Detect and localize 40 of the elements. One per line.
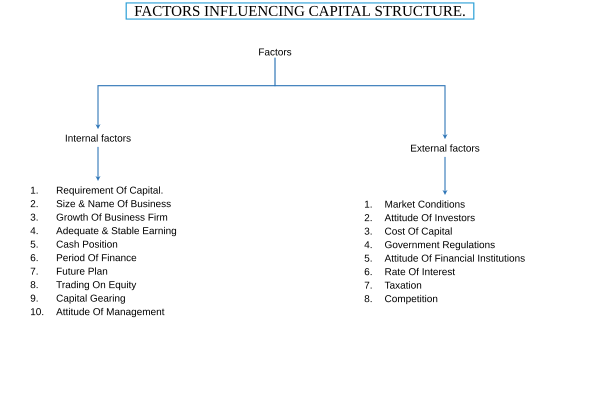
list-item: Cost Of Capital xyxy=(385,227,452,237)
list-number: 9. xyxy=(30,294,38,302)
list-item: Attitude Of Management xyxy=(56,308,164,318)
list-item: Attitude Of Investors xyxy=(384,214,475,222)
list-number: 4. xyxy=(30,227,38,234)
list-number: 2. xyxy=(364,214,372,222)
list-number: 5. xyxy=(364,254,372,262)
list-number: 3. xyxy=(30,214,38,221)
title-box: FACTORS INFLUENCING CAPITAL STRUCTURE. xyxy=(126,2,474,20)
list-item: Cash Position xyxy=(56,240,118,248)
list-number: 2. xyxy=(30,200,38,208)
list-number: 5. xyxy=(30,240,38,248)
list-number: 8. xyxy=(30,281,38,288)
list-number: 4. xyxy=(364,241,372,248)
node-label: Factors xyxy=(259,48,292,56)
list-item: Adequate & Stable Earning xyxy=(56,226,176,236)
list-item: Period Of Finance xyxy=(56,254,136,262)
list-number: 10. xyxy=(30,308,44,316)
list-number: 6. xyxy=(364,268,372,276)
list-item: Attitude Of Financial Institutions xyxy=(384,254,525,262)
list-item: Future Plan xyxy=(56,267,108,275)
list-item: Market Conditions xyxy=(385,200,465,208)
list-item: Taxation xyxy=(384,281,422,289)
node-label: External factors xyxy=(411,144,480,152)
list-item: Growth Of Business Firm xyxy=(56,213,168,221)
list-number: 1. xyxy=(364,200,372,208)
list-number: 1. xyxy=(30,186,38,194)
list-number: 6. xyxy=(30,254,38,262)
list-item: Requirement Of Capital. xyxy=(56,186,162,196)
list-number: 7. xyxy=(30,268,38,275)
list-item: Capital Gearing xyxy=(56,294,125,304)
list-number: 7. xyxy=(364,282,372,289)
list-item: Competition xyxy=(385,294,438,304)
list-item: Trading On Equity xyxy=(56,280,136,290)
list-number: 3. xyxy=(364,228,372,235)
list-item: Size & Name Of Business xyxy=(56,200,171,208)
node-label: Internal factors xyxy=(66,134,131,142)
list-item: Government Regulations xyxy=(385,240,495,250)
list-number: 8. xyxy=(364,295,372,302)
list-item: Rate Of Interest xyxy=(385,268,456,276)
